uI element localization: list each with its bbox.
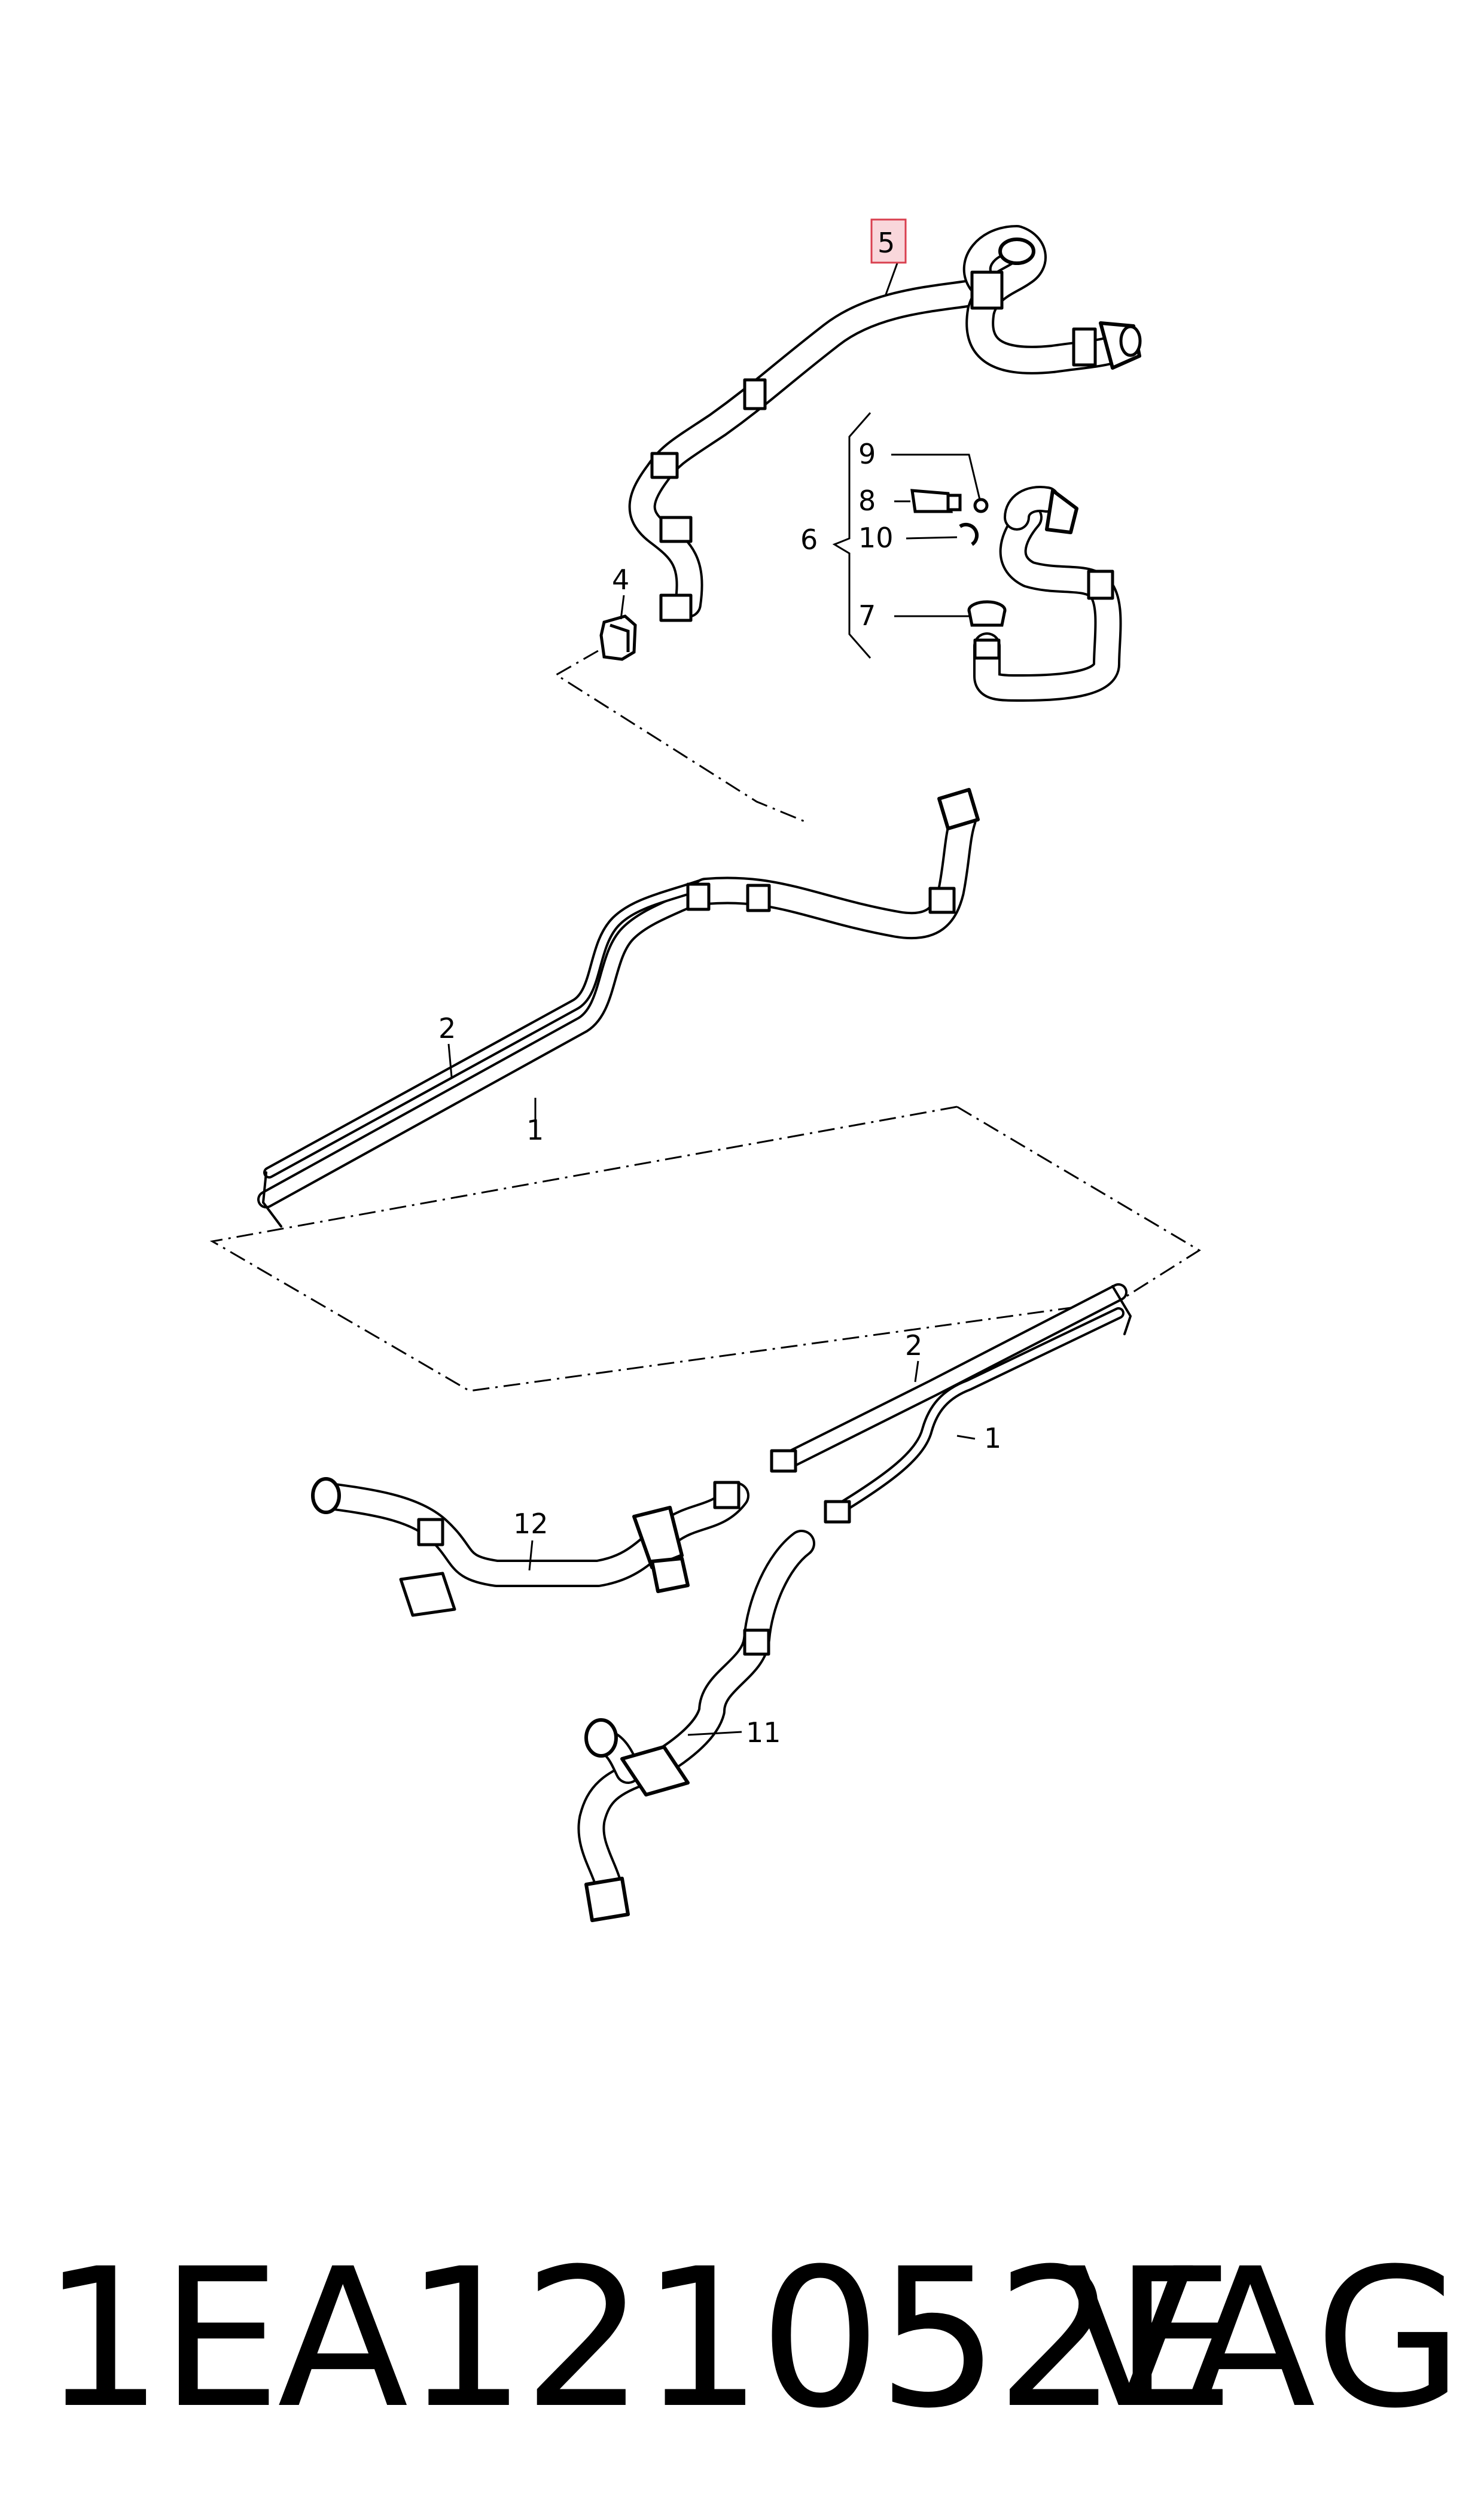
callout-10[interactable]: 10 [858,522,894,554]
callout-4[interactable]: 4 [612,564,629,596]
pipes-parts-1-2-middle [257,788,980,1228]
footer-caption: 1EA121052E VAG [42,2213,1465,2465]
retaining-clip-part-10 [959,522,979,546]
hose-part-11 [577,1530,815,1922]
o-ring-part-9 [973,498,989,513]
callout-1-middle[interactable]: 1 [526,1114,544,1146]
callout-5[interactable]: 5 [877,227,895,259]
hose-part-12 [311,1477,749,1617]
pipes-parts-1-2-lower [770,1283,1132,1524]
callout-8[interactable]: 8 [858,485,876,517]
callout-2-lower[interactable]: 2 [905,1329,922,1362]
dashdot-connector-upper [554,634,808,824]
cap-part-7 [967,600,1007,627]
callout-12[interactable]: 12 [513,1508,548,1540]
leader-lines [447,263,981,1736]
highlight-box-part-5[interactable] [870,218,907,264]
parts-diagram: 5 4 9 8 6 10 7 2 1 2 1 12 11 [209,218,1201,1922]
callout-2-middle[interactable]: 2 [438,1012,456,1045]
bracket-group-6 [832,412,871,659]
part-number: 1EA121052E [42,2228,1235,2450]
clip-part-4 [599,614,637,661]
callout-1-lower[interactable]: 1 [984,1422,1001,1454]
hose-assembly-part-6 [973,486,1122,702]
brand-name: VAG [1064,2228,1465,2450]
dashdot-connector-lower [209,1106,1201,1392]
callout-11[interactable]: 11 [746,1716,781,1749]
callout-6[interactable]: 6 [800,523,818,556]
callout-7[interactable]: 7 [858,599,876,632]
callout-9[interactable]: 9 [858,438,876,470]
hose-part-5 [628,225,1142,622]
sensor-part-8 [910,489,962,513]
